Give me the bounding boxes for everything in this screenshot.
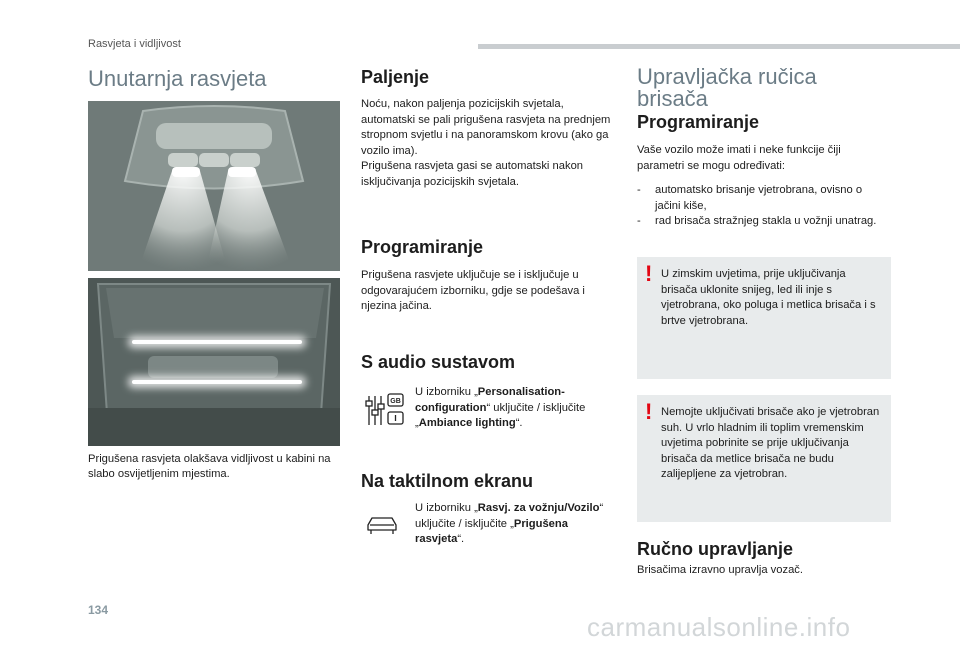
paljenje-text-2: Prigušena rasvjeta gasi se automatski na… bbox=[361, 160, 584, 188]
front-ceiling-light-photo bbox=[88, 101, 340, 271]
touch-text: U izborniku „Rasvj. za vožnju/Vozilo“ uk… bbox=[415, 501, 611, 548]
touch-menu-name: Rasvj. za vožnju/Vozilo bbox=[477, 502, 600, 514]
warning-box-winter: ! U zimskim uvjetima, prije uključivanja… bbox=[637, 257, 891, 379]
svg-text:GB: GB bbox=[390, 398, 401, 405]
wiper-intro: Vaše vozilo može imati i neke funkcije č… bbox=[637, 144, 841, 172]
heading-wiper-programiranje: Programiranje bbox=[637, 112, 760, 132]
warning-icon: ! bbox=[645, 261, 653, 286]
touch-post: “. bbox=[457, 533, 465, 545]
touch-pre: U izborniku „ bbox=[415, 502, 478, 514]
settings-sliders-gb-icon: GB bbox=[364, 392, 406, 433]
heading-touch: Na taktilnom ekranu bbox=[361, 471, 534, 491]
heading-audio: S audio sustavom bbox=[361, 352, 516, 372]
warning-icon: ! bbox=[645, 399, 653, 424]
audio-text: U izborniku „Personalisation-configurati… bbox=[415, 385, 611, 432]
audio-mid: “ uključite / isključite „ bbox=[415, 401, 586, 430]
heading-programiranje: Programiranje bbox=[361, 237, 484, 257]
paljenje-text-1: Noću, nakon paljenja pozicijskih svjetal… bbox=[361, 98, 611, 157]
warning-text-winter: U zimskim uvjetima, prije uključivanja b… bbox=[661, 268, 876, 327]
page-number: 134 bbox=[88, 603, 109, 617]
audio-menu-name: Personalisation-configuration bbox=[415, 386, 565, 414]
warning-text-dry: Nemojte uključivati brisače ako je vjetr… bbox=[661, 406, 880, 480]
heading-rucno: Ručno upravljanje bbox=[637, 539, 794, 559]
bullet-text: automatsko brisanje vjetrobrana, ovisno … bbox=[655, 184, 863, 212]
touch-mid: “ uključite / isključite „ bbox=[415, 502, 604, 530]
audio-post: “. bbox=[515, 417, 523, 429]
rucno-text: Brisačima izravno upravlja vozač. bbox=[637, 564, 804, 576]
touch-item-name: Prigušena rasvjeta bbox=[415, 517, 568, 546]
bullet-dash: - bbox=[637, 184, 641, 196]
watermark: carmanualsonline.info bbox=[587, 612, 851, 642]
audio-item-name: Ambiance lighting bbox=[418, 417, 516, 429]
list-item: - rad brisača stražnjeg stakla u vožnji u… bbox=[637, 214, 887, 230]
paljenje-text: Noću, nakon paljenja pozicijskih svjetal… bbox=[361, 97, 611, 190]
audio-pre: U izborniku „ bbox=[415, 386, 478, 398]
bullet-text: rad brisača stražnjeg stakla u vožnji un… bbox=[655, 215, 877, 227]
panoramic-roof-light-photo bbox=[88, 278, 340, 446]
warning-box-dry: ! Nemojte uključivati brisače ako je vje… bbox=[637, 395, 891, 522]
list-item: - automatsko brisanje vjetrobrana, ovisno… bbox=[637, 183, 887, 214]
section-title-wiper-stalk: Upravljačka ručica brisača bbox=[637, 64, 817, 111]
programiranje-text: Prigušena rasvjete uključuje se i isklju… bbox=[361, 269, 585, 312]
section-title-interior-lighting: Unutarnja rasvjeta bbox=[88, 66, 267, 91]
section-header: Rasvjeta i vidljivost bbox=[88, 38, 181, 50]
car-icon bbox=[365, 514, 399, 541]
bullet-dash: - bbox=[637, 215, 641, 227]
header-divider bbox=[478, 44, 960, 49]
photo-caption: Prigušena rasvjeta olakšava vidljivost u… bbox=[88, 453, 331, 480]
heading-paljenje: Paljenje bbox=[361, 67, 430, 87]
